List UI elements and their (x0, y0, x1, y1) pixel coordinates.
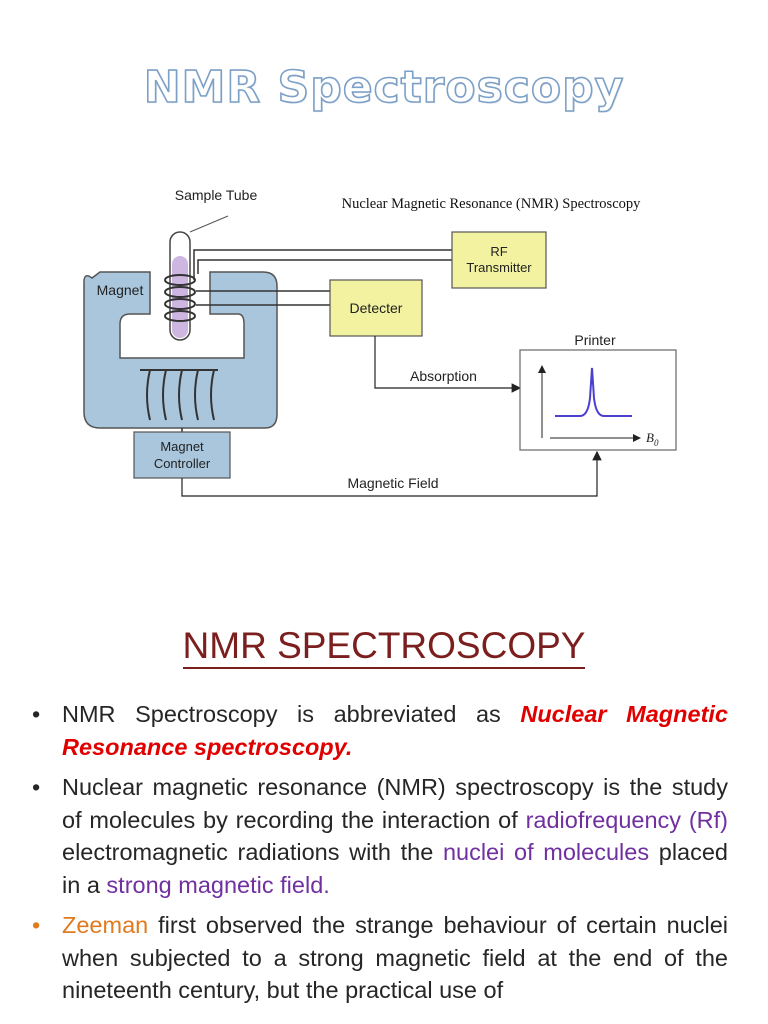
tube-coil (164, 274, 196, 322)
magnet-body (83, 271, 278, 429)
controller-label-1: Magnet (160, 439, 204, 454)
magnetic-field-line (181, 450, 602, 497)
bullet-item: • Nuclear magnetic resonance (NMR) spect… (32, 771, 728, 901)
rf-transmitter-box (451, 231, 547, 289)
printer-box (519, 349, 677, 451)
absorption-peak (555, 367, 632, 417)
bullet-dot: • (32, 774, 41, 800)
printer-label: Printer (574, 332, 616, 348)
absorption-label: Absorption (410, 368, 477, 384)
rf-label-2: Transmitter (466, 260, 532, 275)
sample-tube-label: Sample Tube (175, 187, 258, 203)
detector-box (329, 279, 423, 337)
bullet-dot: • (32, 912, 41, 938)
magnetic-field-label: Magnetic Field (347, 475, 438, 491)
magnet-coils (140, 369, 218, 421)
rf-label-1: RF (490, 244, 507, 259)
detector-wires (196, 290, 330, 306)
nmr-diagram: RF Transmitter Detecter Absorption Print… (83, 187, 677, 497)
section-title: NMR SPECTROSCOPY (0, 625, 768, 669)
bullet-item: • NMR Spectroscopy is abbreviated as Nuc… (32, 698, 728, 763)
controller-label-2: Controller (154, 456, 211, 471)
bullet-dot: • (32, 701, 41, 727)
rf-wires (193, 249, 452, 280)
b0-axis-label: B0 (646, 430, 659, 448)
detector-label: Detecter (350, 300, 403, 316)
bullet-list: • NMR Spectroscopy is abbreviated as Nuc… (32, 698, 728, 1015)
diagram-title: Nuclear Magnetic Resonance (NMR) Spectro… (342, 196, 642, 212)
slide-title: NMR Spectroscopy (143, 61, 625, 114)
absorption-arrow (374, 336, 522, 393)
magnet-label: Magnet (97, 282, 144, 298)
bullet-item: • Zeeman first observed the strange beha… (32, 909, 728, 1007)
